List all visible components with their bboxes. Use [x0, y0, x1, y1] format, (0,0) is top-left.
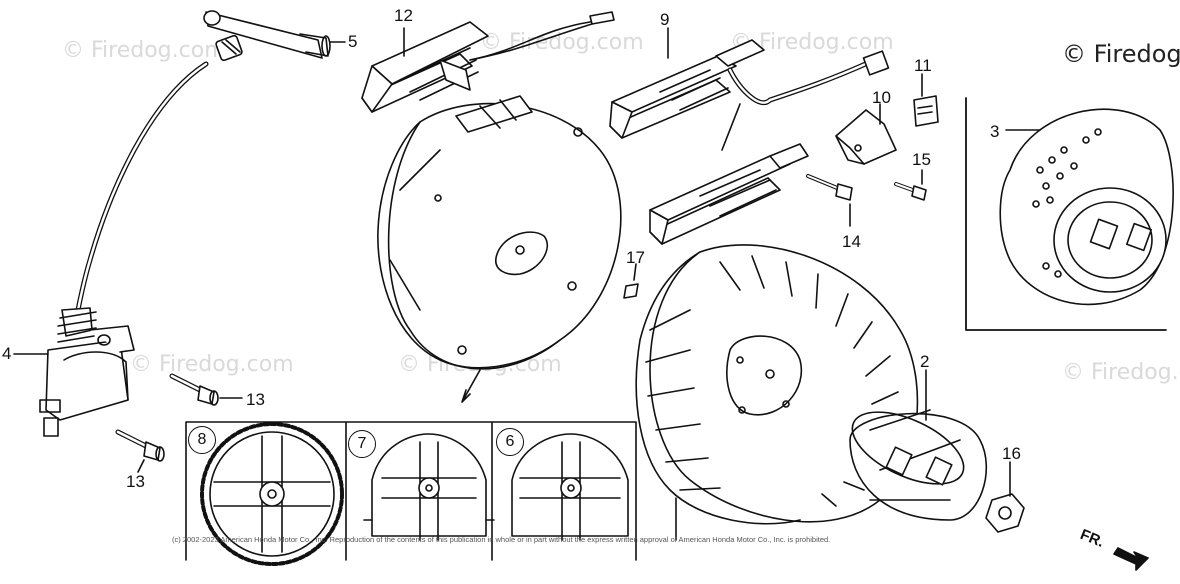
ignition-wire: [75, 61, 209, 313]
label-part-13: 13: [126, 472, 145, 491]
bolt-15: [894, 182, 927, 201]
stator-plate: [377, 95, 622, 370]
label-part-15: 15: [912, 150, 931, 169]
ignition-coil: [39, 307, 135, 437]
plate-6: [511, 433, 629, 541]
label-variant-6: 6: [496, 428, 524, 456]
arrow-stator: [461, 369, 481, 403]
plate-7: [363, 433, 495, 541]
spark-plug-cap: [203, 10, 331, 62]
charge-coil-12: [361, 11, 615, 113]
clip-11: [913, 95, 939, 127]
leader-13b: [137, 459, 145, 473]
watermark: © Firedog.com: [1062, 360, 1180, 385]
label-part-12: 12: [394, 6, 413, 25]
exciter-coil-9: [609, 39, 890, 245]
label-part-4: 4: [2, 344, 12, 363]
starter-pulley-2: [849, 409, 988, 521]
ring-gear-8: [200, 422, 344, 566]
label-variant-7: 7: [348, 430, 376, 458]
label-part-5: 5: [348, 32, 358, 51]
watermark: © Firedog.com: [130, 352, 294, 377]
key-17: [623, 283, 639, 299]
label-part-13: 13: [246, 390, 265, 409]
label-part-14: 14: [842, 232, 861, 251]
bolt-13-lower: [115, 429, 165, 462]
label-part-16: 16: [1002, 444, 1021, 463]
copyright-notice: (c) 2002-2023 American Honda Motor Co., …: [172, 535, 831, 544]
leader-17: [633, 263, 637, 281]
front-arrow: [1113, 547, 1149, 571]
watermark-corner: © Firedog: [1062, 40, 1180, 68]
label-variant-8: 8: [188, 426, 216, 454]
bolt-13-upper: [169, 373, 219, 406]
nut-16: [985, 493, 1025, 533]
watermark: © Firedog.com: [62, 38, 226, 63]
detail-box-3: [965, 97, 1174, 331]
bracket-10: [835, 109, 897, 165]
label-part-11: 11: [914, 56, 932, 75]
label-part-10: 10: [872, 88, 891, 107]
label-part-17: 17: [626, 248, 645, 267]
bolt-14: [806, 174, 853, 201]
label-part-2: 2: [920, 352, 930, 371]
label-part-9: 9: [660, 10, 670, 29]
label-part-3: 3: [990, 122, 1000, 141]
variant-boxes: [185, 421, 637, 561]
